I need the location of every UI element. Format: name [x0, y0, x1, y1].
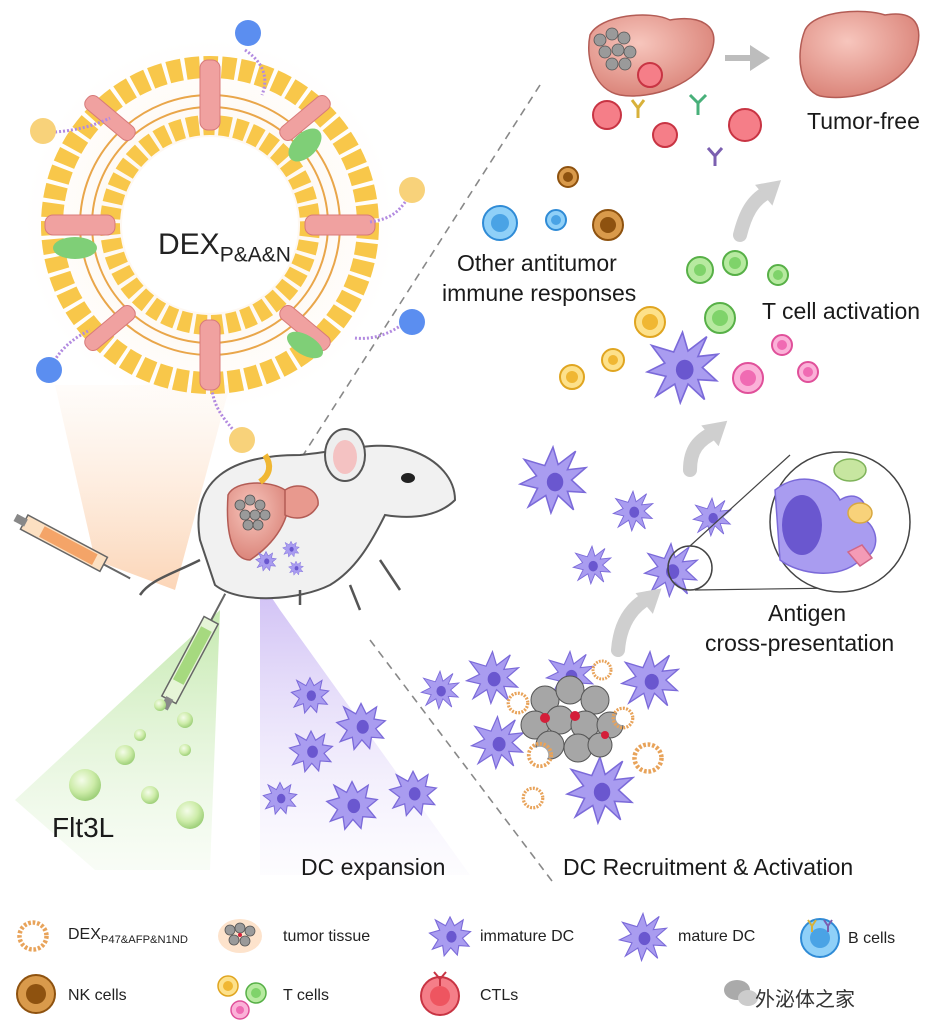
legend-nk-cells-icon	[16, 974, 56, 1014]
other-immune-cells	[482, 166, 624, 241]
legend-b-cells-label: B cells	[848, 930, 896, 947]
tumor-free-label: Tumor-free	[807, 108, 920, 134]
legend-dex-label: DEXP47&AFP&N1ND	[68, 926, 188, 946]
flt3l-particles	[69, 699, 204, 829]
antigen-label-line2: cross-presentation	[705, 630, 895, 656]
legend-tumor-label: tumor tissue	[283, 928, 371, 945]
dc-beam	[260, 580, 470, 875]
progress-arrowheads	[635, 180, 782, 614]
legend-b-cells-icon	[800, 918, 840, 958]
dex-vesicle-label: DEXP&A&N	[158, 228, 291, 267]
legend-ctls-icon	[420, 971, 460, 1016]
legend-t-cells-label: T cells	[283, 987, 329, 1004]
other-responses-label-line2: immune responses	[442, 280, 637, 306]
legend-ctls-label: CTLs	[480, 987, 519, 1004]
antigen-label-line1: Antigen	[768, 600, 847, 626]
flt3l-label: Flt3L	[52, 812, 115, 843]
divider-top	[299, 84, 541, 461]
legend-mature-dc-label: mature DC	[678, 928, 756, 945]
dex-vesicle-diagram	[25, 20, 425, 453]
flt3l-beam	[15, 610, 220, 870]
divider-bottom	[369, 639, 556, 886]
legend-dex-subscript: P47&AFP&N1ND	[100, 933, 188, 946]
watermark-text: 外泌体之家	[755, 989, 855, 1011]
t-cell-activation-label: T cell activation	[762, 298, 921, 324]
legend-immature-dc-label: immature DC	[480, 928, 575, 945]
legend-icons	[16, 912, 840, 1020]
dex-label-text: DEX	[158, 228, 220, 261]
dex-label-subscript: P&A&N	[219, 243, 291, 267]
antigen-presentation-cells	[519, 446, 911, 597]
wechat-logo	[724, 980, 758, 1006]
arrow-to-tumor-free	[725, 45, 770, 71]
legend-mature-dc-icon	[618, 912, 668, 962]
tumor-free-liver	[799, 10, 920, 99]
dc-recruitment-label: DC Recruitment & Activation	[563, 854, 854, 880]
other-responses-label-line1: Other antitumor	[457, 250, 617, 276]
mouse-illustration	[138, 428, 457, 611]
dc-recruitment-cluster	[420, 650, 679, 824]
dc-expansion-label: DC expansion	[301, 854, 446, 880]
legend-immature-dc-icon	[428, 916, 472, 957]
syringe-dex	[13, 513, 131, 580]
legend-nk-cells-label: NK cells	[68, 987, 127, 1004]
dex-beam	[55, 385, 230, 590]
legend-tumor-icon	[218, 919, 262, 953]
tumor-liver-ctls	[588, 14, 762, 166]
legend-dex-text: DEX	[68, 926, 101, 943]
legend-t-cells-icon	[217, 975, 267, 1020]
t-cell-activation-cells	[559, 250, 819, 404]
legend-dex-icon	[20, 923, 47, 950]
